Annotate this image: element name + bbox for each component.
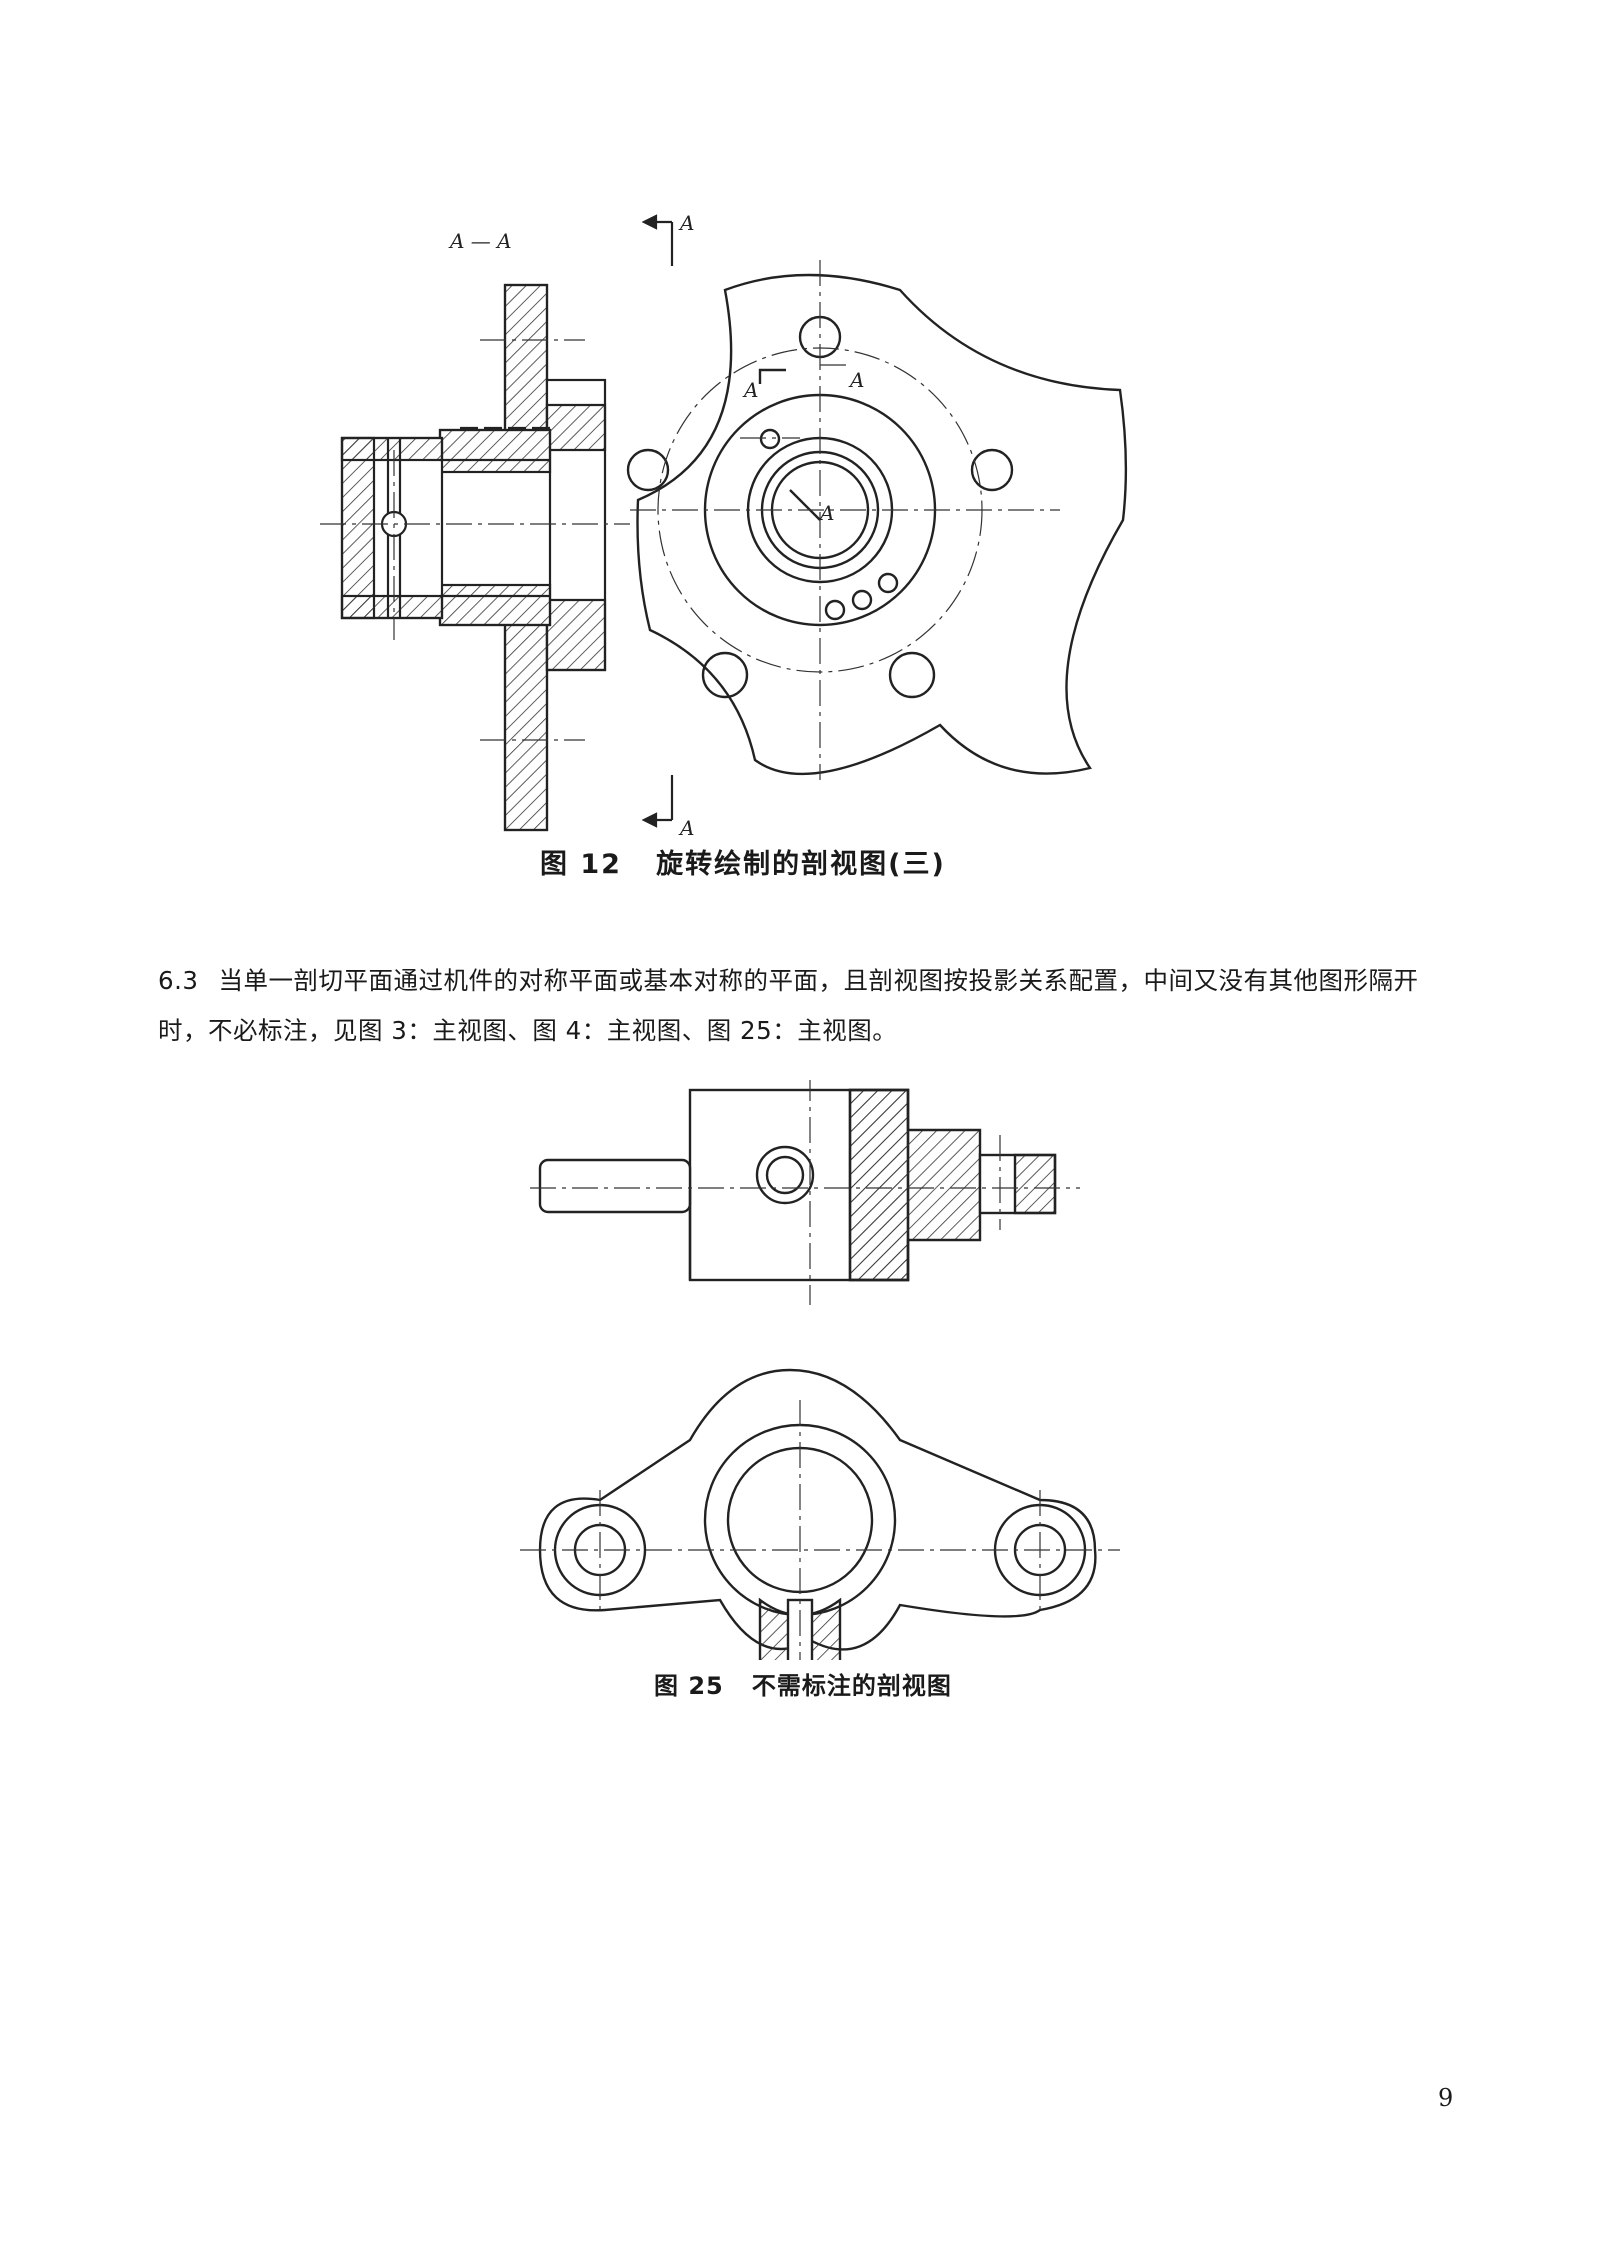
figure-25-drawing: [520, 1080, 1120, 1660]
sectional-view-left: [340, 283, 607, 832]
section-label-a-a: A — A: [448, 229, 512, 253]
section-number: 6.3: [158, 966, 199, 995]
section-text: 当单一剖切平面通过机件的对称平面或基本对称的平面，且剖视图按投影关系配置，中间又…: [158, 966, 1419, 1045]
figure-25-caption: 图 25 不需标注的剖视图: [654, 1672, 952, 1700]
figure-12-caption: 图 12 旋转绘制的剖视图(三): [540, 849, 946, 880]
figure-25-bottom-view: [538, 1368, 1097, 1660]
center-label: A: [818, 501, 834, 525]
page-number: 9: [1438, 2084, 1454, 2112]
cut-label-inner-right: A: [848, 368, 864, 392]
figure-25-top-view: [538, 1088, 1057, 1282]
cut-label-inner-left: A: [742, 378, 758, 402]
figure-12-drawing: A — A: [320, 211, 1128, 840]
front-view-right: [626, 273, 1128, 776]
cut-label-bottom: A: [678, 816, 694, 840]
cut-label-top: A: [678, 211, 694, 235]
